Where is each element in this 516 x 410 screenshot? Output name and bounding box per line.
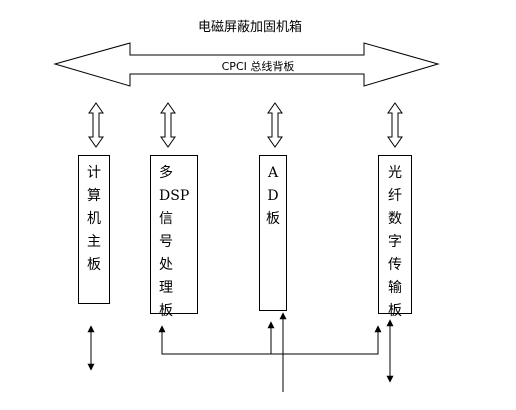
fiber-bus-connector (387, 102, 403, 148)
signal-bus-line (161, 325, 382, 355)
ad-board-label: A D 板 (266, 165, 280, 227)
bus-connectors (88, 102, 403, 148)
ad-board: A D 板 (259, 155, 287, 311)
dsp-bus-connector (160, 102, 176, 148)
computer-bus-connector (88, 102, 104, 148)
fiber-digital-transmission-board: 光 纤 数 字 传 输 板 (378, 155, 412, 319)
ad-bus-connector (267, 102, 283, 148)
computer-mainboard-label: 计 算 机 主 板 (87, 165, 101, 273)
bus-double-arrow (53, 42, 440, 87)
dsp-signal-processing-board: 多 DSP 信 号 处 理 板 (150, 155, 198, 319)
dsp-board-label: 多 DSP 信 号 处 理 板 (159, 165, 190, 319)
computer-mainboard: 计 算 机 主 板 (78, 155, 110, 304)
chassis-title: 电磁屏蔽加固机箱 (197, 20, 302, 35)
bus-label: CPCI 总线背板 (221, 60, 295, 73)
fiber-board-label: 光 纤 数 字 传 输 板 (388, 165, 402, 319)
